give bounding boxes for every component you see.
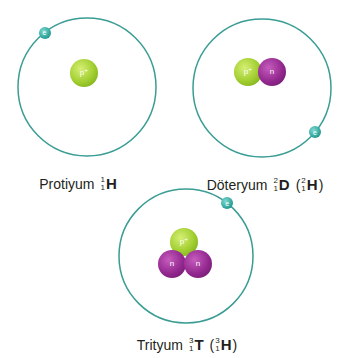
atom-orbit: Döteryum21D(21H)p⁺ne (192, 18, 332, 158)
nuclide-numbers: 21 (301, 177, 305, 193)
isotope-caption: Trityum31T(31H) (137, 336, 237, 353)
particle-label: e (43, 29, 47, 36)
mass-number: 3 (215, 337, 219, 345)
isotope-caption: Döteryum21D(21H) (207, 176, 324, 193)
nuclide-numbers: 31 (189, 337, 193, 353)
parenthesis: ( (210, 337, 215, 353)
isotope-name: Protiyum (39, 176, 94, 192)
mass-number: 1 (100, 176, 104, 184)
nuclide-symbol: 11H (100, 175, 116, 192)
atomic-number: 1 (273, 185, 277, 193)
particle-label: e (313, 129, 317, 136)
parenthesis: ) (319, 177, 324, 193)
particle-label: p⁺ (180, 238, 189, 246)
element-symbol: D (279, 176, 290, 193)
nuclide-symbol: 31H (215, 336, 231, 353)
isotope-name: Trityum (137, 337, 183, 353)
electron-particle: e (309, 126, 321, 138)
mass-number: 2 (273, 177, 277, 185)
nuclide-numbers: 11 (100, 176, 104, 192)
orbit-circle (193, 19, 331, 157)
particle-label: n (170, 260, 174, 268)
element-symbol: T (194, 336, 203, 353)
neutron-particle: n (184, 250, 212, 278)
mass-number: 3 (189, 337, 193, 345)
atomic-number: 1 (100, 184, 104, 192)
orbit-outline (17, 17, 157, 157)
element-symbol: H (307, 176, 318, 193)
particle-label: n (196, 260, 200, 268)
particle-label: e (225, 200, 229, 207)
atomic-number: 1 (215, 345, 219, 353)
atom-orbit: Trityum31T(31H)p⁺nne (118, 188, 254, 324)
isotope-caption: Protiyum 11H (39, 175, 117, 192)
neutron-particle: n (158, 250, 186, 278)
atomic-number: 1 (189, 345, 193, 353)
parenthesis: ( (296, 177, 301, 193)
particle-label: n (270, 68, 274, 76)
nuclide-numbers: 31 (215, 337, 219, 353)
element-symbol: H (221, 336, 232, 353)
orbit-circle (18, 18, 156, 156)
isotope-name: Döteryum (207, 177, 268, 193)
neutron-particle: n (258, 58, 286, 86)
mass-number: 2 (301, 177, 305, 185)
element-symbol: H (106, 175, 117, 192)
nuclide-symbol: 31T (189, 336, 204, 353)
electron-particle: e (39, 27, 51, 39)
proton-particle: p⁺ (70, 59, 98, 87)
particle-label: p⁺ (244, 68, 253, 76)
atom-orbit: Protiyum11Hp⁺e (17, 17, 157, 157)
particle-label: p⁺ (80, 69, 89, 77)
parenthesis: ) (233, 337, 238, 353)
nuclide-symbol: 21D (273, 176, 289, 193)
nuclide-numbers: 21 (273, 177, 277, 193)
nuclide-symbol: 21H (301, 176, 317, 193)
orbit-circle (119, 189, 253, 323)
atomic-number: 1 (301, 185, 305, 193)
